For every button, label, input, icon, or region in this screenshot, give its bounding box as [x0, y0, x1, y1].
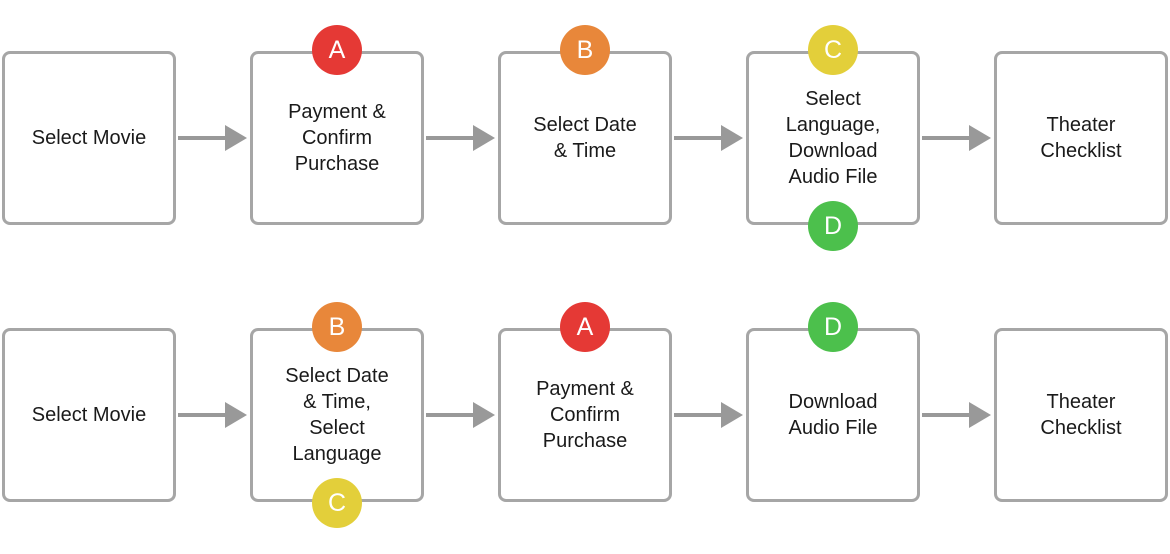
row1-step-4-box: Select Language, Download Audio File [746, 51, 920, 225]
row2-step-5-box: Theater Checklist [994, 328, 1168, 502]
row2-badge-b: B [312, 302, 362, 352]
row2-arrow-2 [426, 402, 495, 428]
row1-step-3-label: Select Date & Time [533, 114, 637, 162]
row2-step-4-box: Download Audio File [746, 328, 920, 502]
row1-step-4-label: Select Language, Download Audio File [785, 88, 881, 188]
row1-step-2-box: Payment & Confirm Purchase [250, 51, 424, 225]
row2-badge-c: C [312, 478, 362, 528]
row2-step-3-label: Payment & Confirm Purchase [536, 378, 634, 452]
row1-arrow-1 [178, 125, 247, 151]
row1-step-3-box: Select Date & Time [498, 51, 672, 225]
row1-step-5-label: Theater Checklist [1040, 114, 1122, 162]
row1-badge-c: C [808, 25, 858, 75]
row2-step-3-box: Payment & Confirm Purchase [498, 328, 672, 502]
row2-arrow-3 [674, 402, 743, 428]
row1-step-2-label: Payment & Confirm Purchase [288, 101, 386, 175]
row1-step-5-box: Theater Checklist [994, 51, 1168, 225]
row1-arrow-3 [674, 125, 743, 151]
row2-badge-d: D [808, 302, 858, 352]
row1-arrow-2 [426, 125, 495, 151]
row1-step-1-box: Select Movie [2, 51, 176, 225]
row1-badge-d: D [808, 201, 858, 251]
row2-arrow-4 [922, 402, 991, 428]
row1-badge-b: B [560, 25, 610, 75]
row1-step-1-label: Select Movie [31, 127, 147, 149]
row2-step-1-box: Select Movie [2, 328, 176, 502]
row2-badge-a: A [560, 302, 610, 352]
row2-step-2-box: Select Date & Time, Select Language [250, 328, 424, 502]
row2-step-1-label: Select Movie [31, 404, 147, 426]
row2-step-4-label: Download Audio File [788, 391, 878, 439]
row1-badge-a: A [312, 25, 362, 75]
row2-arrow-1 [178, 402, 247, 428]
row2-step-2-label: Select Date & Time, Select Language [285, 365, 389, 465]
row1-arrow-4 [922, 125, 991, 151]
row2-step-5-label: Theater Checklist [1040, 391, 1122, 439]
